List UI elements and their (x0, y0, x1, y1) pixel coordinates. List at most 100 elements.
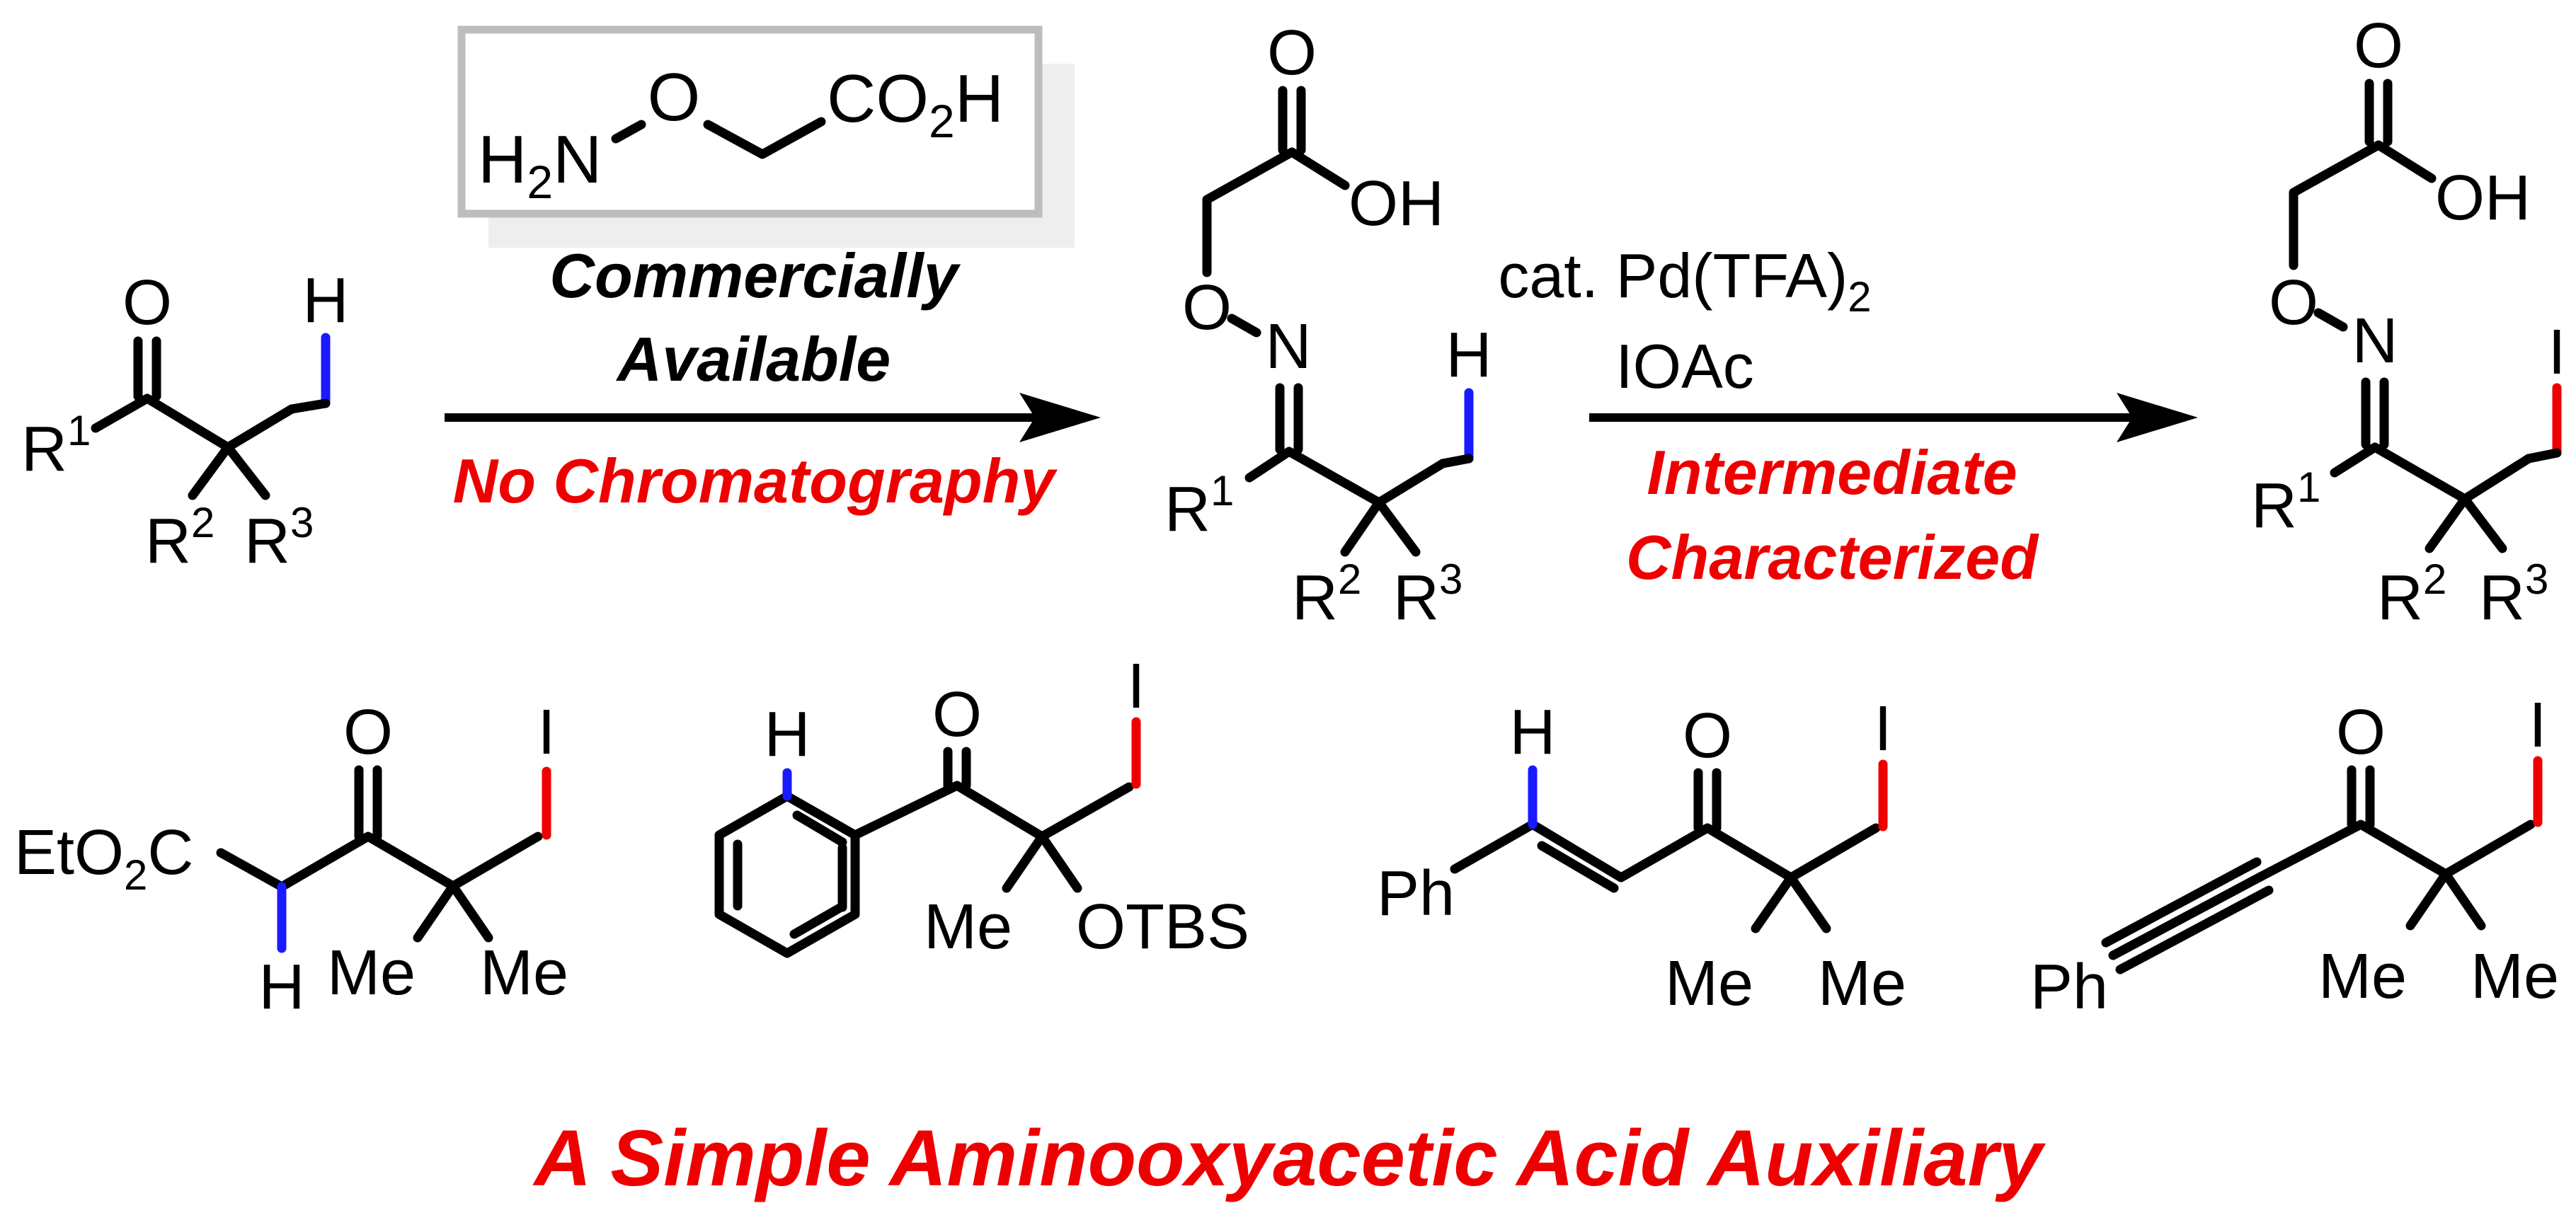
pr-ether-o: O (2269, 268, 2318, 338)
ox-r2: R2 (1292, 556, 1361, 633)
ex4-i-atom: I (2529, 690, 2546, 761)
ox-carbonyl-o: O (1267, 18, 1317, 88)
reagent-box-frame (457, 25, 1043, 218)
ox-c-n-double-bond (1275, 383, 1303, 454)
ex4-carbonyl-bond (2347, 765, 2375, 829)
example-enone: Ph H O Me Me I (1377, 694, 1906, 1019)
ex3-h-atom: H (1510, 697, 1556, 768)
ex1-me-left: Me (327, 938, 416, 1008)
ex2-skeleton (850, 781, 1134, 841)
pr-n-atom: N (2352, 306, 2398, 376)
sm-quaternary-bonds (188, 442, 270, 500)
ex4-o-atom: O (2336, 697, 2386, 768)
step1-arrow-head (1019, 393, 1101, 442)
ex2-o-atom: O (932, 679, 982, 750)
ox-acid-chain (1202, 147, 1350, 277)
example-aryl: H O Me OTBS I (714, 651, 1249, 962)
step2-arrow-head (2117, 393, 2198, 442)
ox-quaternary-bonds (1340, 498, 1421, 557)
note-intermediate: Intermediate (1647, 437, 2017, 507)
ex1-eto2c: EtO2C (14, 817, 193, 899)
sm-skeleton (91, 393, 297, 452)
reagent-co2h: CO2H (827, 61, 1004, 147)
ex1-me-right: Me (480, 938, 568, 1008)
ex3-gem-dimethyl (1751, 873, 1831, 933)
pr-carbonyl-o: O (2354, 11, 2403, 81)
pr-i-atom: I (2548, 317, 2565, 388)
cond-ioac: IOAc (1615, 331, 1754, 401)
ex3-alkene-inner (1537, 841, 1619, 893)
ex1-carbonyl-bond (354, 765, 382, 841)
ex3-me-left: Me (1665, 948, 1753, 1019)
pr-acid-carbonyl-bond (2364, 79, 2393, 146)
note-available: Available (616, 324, 891, 394)
sm-h-atom: H (303, 265, 349, 336)
ex2-h-atom: H (765, 699, 811, 770)
pr-skeleton (2330, 442, 2534, 504)
pr-c-n-double-bond (2361, 377, 2389, 449)
ex1-o-atom: O (343, 697, 393, 768)
iodinated-product: O OH O N I R1 R2 R3 (2251, 11, 2566, 633)
ex2-otbs: OTBS (1076, 892, 1249, 962)
ex2-inner-bond-top (792, 810, 847, 847)
note-no-chromatography: No Chromatography (453, 446, 1058, 516)
pr-oh: OH (2435, 163, 2531, 234)
ex2-benzene-inner (733, 839, 847, 939)
note-commercially: Commercially (549, 241, 961, 311)
ox-ch-bond-base (1438, 454, 1474, 468)
ox-o-n-bond (1227, 314, 1261, 338)
ox-acid-carbonyl-bond (1278, 86, 1306, 155)
pr-quaternary-bonds (2425, 494, 2507, 553)
footer-title: A Simple Aminooxyacetic Acid Auxiliary (532, 1114, 2046, 1202)
ex3-carbonyl-bond (1693, 768, 1722, 833)
ox-skeleton (1244, 447, 1448, 507)
ex4-me-right: Me (2471, 941, 2559, 1012)
step1-arrow-group: Commercially Available No Chromatography (445, 241, 1101, 516)
example-ester: EtO2C O H Me Me I (14, 697, 568, 1023)
ex1-skeleton (216, 832, 543, 892)
sm-ch-bond-base (287, 398, 331, 414)
reagent-box: H2N O CO2H (457, 25, 1075, 248)
ox-ether-o: O (1182, 272, 1232, 343)
ox-r1: R1 (1164, 467, 1234, 545)
sm-o-atom: O (122, 268, 172, 338)
pr-acid-chain (2289, 140, 2437, 270)
ex4-gem-dimethyl (2405, 869, 2486, 931)
step2-arrow-group: cat. Pd(TFA)2 IOAc Intermediate Characte… (1498, 241, 2198, 592)
ex4-me-left: Me (2318, 941, 2407, 1012)
ex2-quaternary-bonds (1002, 832, 1082, 893)
ex3-ph: Ph (1377, 858, 1455, 929)
ex1-i-atom: I (537, 697, 555, 768)
note-characterized: Characterized (1626, 522, 2039, 592)
ex2-i-atom: I (1127, 651, 1145, 722)
ex3-i-atom: I (1874, 694, 1891, 764)
ox-h-atom: H (1446, 320, 1492, 391)
ex1-h-atom: H (259, 952, 305, 1023)
oxime-intermediate: O OH O N H R1 R2 R3 (1164, 18, 1492, 633)
reagent-bonds (611, 117, 826, 159)
ex4-skeleton (2257, 819, 2536, 881)
ex2-me: Me (924, 892, 1012, 962)
ox-n-atom: N (1266, 311, 1312, 382)
ex3-skeleton (1450, 819, 1881, 882)
starting-ketone: O H R1 R2 R3 (21, 265, 349, 577)
sm-r3: R3 (244, 499, 314, 577)
pr-ci-bond-base (2524, 448, 2562, 464)
ex4-alkyne (2101, 857, 2274, 974)
reagent-o-atom: O (648, 59, 701, 135)
sm-r2: R2 (145, 499, 214, 577)
ex2-carbonyl-bond (943, 747, 971, 790)
ex3-me-right: Me (1818, 948, 1906, 1019)
sm-carbonyl-bond (133, 336, 161, 401)
pr-o-n-bond (2313, 308, 2348, 332)
pr-r2: R2 (2377, 556, 2446, 633)
pr-r3: R3 (2479, 556, 2548, 633)
sm-r1: R1 (21, 407, 91, 485)
ox-oh: OH (1349, 168, 1444, 239)
pr-r1: R1 (2251, 464, 2320, 541)
example-ynone: Ph O Me Me I (2030, 690, 2559, 1023)
ox-r3: R3 (1393, 556, 1462, 633)
ex1-gem-dimethyl (413, 881, 493, 943)
ex3-o-atom: O (1683, 701, 1732, 771)
